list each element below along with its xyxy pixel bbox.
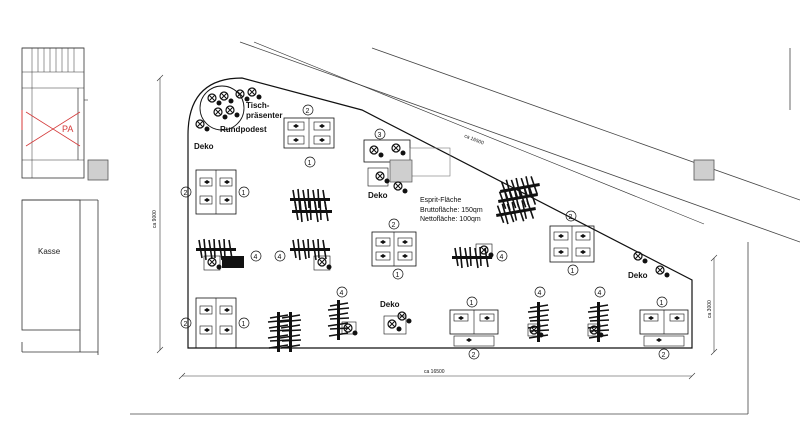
esprit-netto: Nettofläche: 100qm: [420, 216, 481, 223]
outer-walls: [130, 41, 800, 415]
deko-label-2: Deko: [368, 191, 388, 200]
svg-text:1: 1: [470, 300, 474, 307]
svg-text:2: 2: [662, 352, 666, 359]
rack-cluster-bottom-left: [267, 311, 302, 353]
svg-text:2: 2: [306, 108, 310, 115]
fixture-top-center: 2 1: [283, 104, 335, 168]
dimension-lines: [156, 41, 718, 380]
rundpodest-label: Rundpodest: [220, 125, 267, 134]
esprit-area-outline: [187, 77, 693, 349]
deko-bottom: [383, 311, 413, 335]
fixture-left-lower: 2 1: [180, 297, 250, 349]
dim-diagonal-label: ca 16500: [463, 133, 485, 146]
svg-text:4: 4: [254, 254, 258, 261]
pa-label: PA: [62, 124, 73, 134]
rack-cluster-top: [289, 188, 333, 223]
fixture-mid-right: 4: [451, 243, 508, 269]
left-building: [21, 47, 109, 355]
deko-label-1: Deko: [194, 142, 214, 151]
svg-text:2: 2: [392, 222, 396, 229]
svg-text:4: 4: [500, 254, 504, 261]
deko-label-4: Deko: [380, 300, 400, 309]
tisch-label-2: präsenter: [246, 111, 282, 120]
svg-text:4: 4: [278, 254, 282, 261]
fixture-bottom-center: 1 2: [449, 296, 499, 360]
svg-text:1: 1: [571, 268, 575, 275]
dim-bottom-label: ca 16500: [424, 369, 445, 375]
svg-text:4: 4: [538, 290, 542, 297]
kasse-label: Kasse: [38, 247, 61, 256]
fixture-mid-center: 4: [274, 238, 333, 271]
fixture-3: 3: [363, 128, 451, 195]
svg-text:1: 1: [242, 321, 246, 328]
deko-label-3: Deko: [628, 271, 648, 280]
svg-text:1: 1: [660, 300, 664, 307]
svg-text:2: 2: [569, 214, 573, 221]
dim-left-label: ca 9000: [152, 210, 158, 228]
rundpodest: [195, 85, 263, 133]
rack-cluster-right: [493, 173, 543, 227]
dim-right-label: ca 3000: [707, 300, 713, 318]
fixture-right-upper: 2 1: [549, 210, 595, 276]
fixture-bottom-right: 1 2: [639, 296, 689, 360]
svg-text:2: 2: [184, 190, 188, 197]
esprit-brutto: Bruttofläche: 150qm: [420, 207, 483, 214]
fixture-bottom-4b: 4: [527, 286, 550, 343]
svg-text:3: 3: [378, 132, 382, 139]
tisch-label-1: Tisch-: [246, 101, 270, 110]
svg-text:1: 1: [242, 190, 246, 197]
fixture-bottom-4a: 4: [327, 286, 359, 341]
svg-text:1: 1: [308, 160, 312, 167]
fixture-center: 2 1: [371, 218, 417, 280]
fixture-left-upper: 2 1: [180, 169, 250, 215]
svg-text:1: 1: [396, 272, 400, 279]
svg-text:2: 2: [184, 321, 188, 328]
fixture-bottom-4c: 4: [587, 286, 610, 343]
svg-text:4: 4: [340, 290, 344, 297]
fixture-mid-left: 4: [195, 238, 262, 271]
svg-text:4: 4: [598, 290, 602, 297]
esprit-title: Esprit-Fläche: [420, 197, 461, 204]
svg-text:2: 2: [472, 352, 476, 359]
